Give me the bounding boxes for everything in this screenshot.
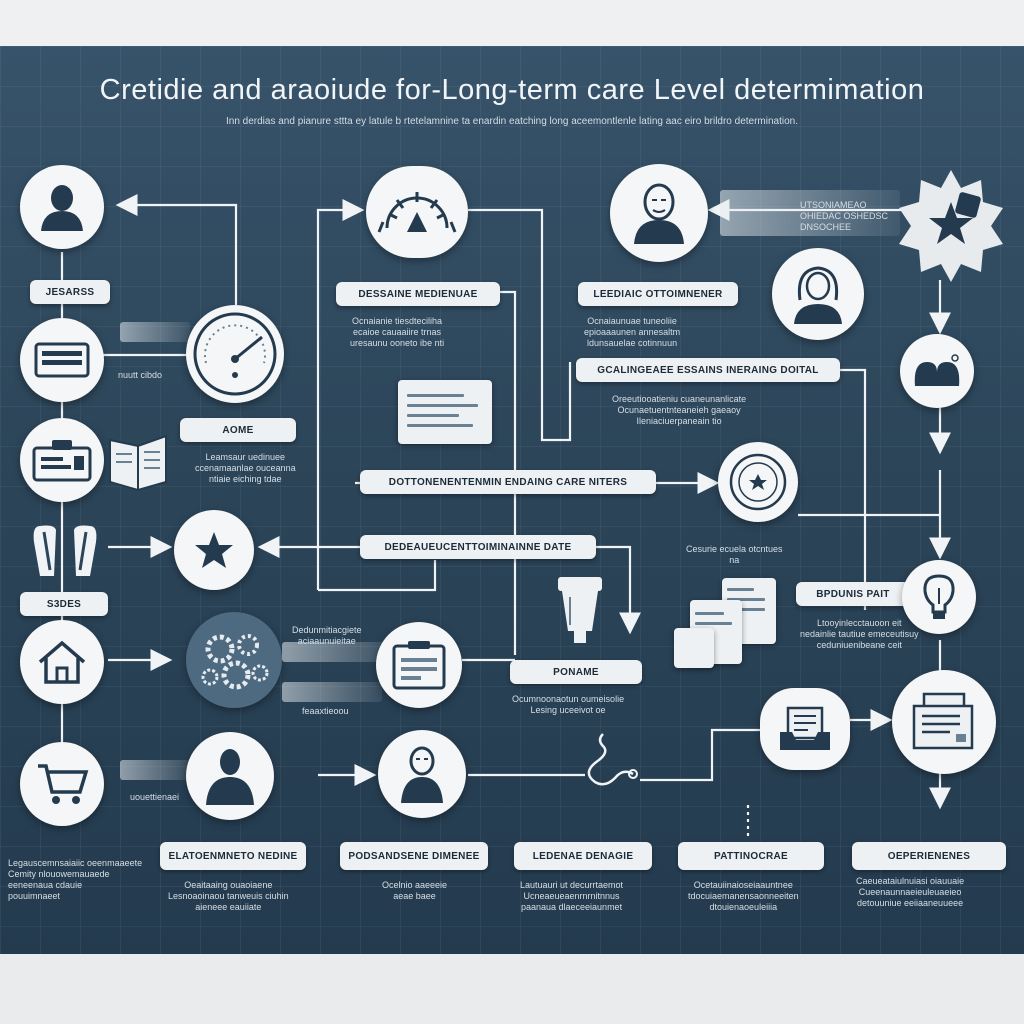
id-card-icon [34, 342, 90, 378]
document-tray-icon [780, 706, 830, 750]
faded-panel-top-right [720, 190, 900, 236]
node-document-tray[interactable] [760, 688, 850, 770]
form-card-icon [392, 641, 446, 690]
stacked-documents-icon [912, 692, 974, 750]
node-elderly-man[interactable] [610, 164, 708, 262]
node-cart[interactable] [20, 742, 104, 826]
node-elderly-woman[interactable] [772, 248, 864, 340]
lotion-bottle-icon [558, 577, 602, 643]
node-meter[interactable] [366, 166, 468, 258]
node-hat[interactable] [900, 334, 974, 408]
connector-middle-loop [316, 199, 365, 590]
node-form-card[interactable] [376, 622, 462, 708]
label-leesdiaic: LEEDIAIC OTTOIMNENER [578, 282, 738, 306]
connector-middle-bottom [318, 560, 437, 592]
boots-icon [33, 525, 97, 576]
person-bust-icon [41, 185, 83, 231]
label-jesarss: JESARSS [30, 280, 110, 304]
elderly-person-icon [401, 746, 443, 803]
elderly-woman-icon [794, 266, 842, 324]
house-icon [38, 640, 86, 684]
faded-label-gears [282, 642, 392, 662]
meter-dial-icon [377, 192, 457, 233]
node-person-silhouette[interactable] [186, 732, 274, 820]
clipboard-form-icon [32, 440, 92, 482]
node-house[interactable] [20, 620, 104, 704]
diagram-title: Cretidie and araoiude for-Long-term care… [99, 74, 925, 106]
note-ghost-row: feaaxtieoou [302, 706, 349, 716]
document-card [398, 380, 492, 444]
connector-gauge-to-person [115, 194, 238, 305]
target-star-icon [729, 453, 787, 511]
node-star[interactable] [174, 510, 254, 590]
faded-label-cart [120, 760, 190, 780]
node-person-bust[interactable] [20, 165, 104, 249]
label-bpdunis: BPDUNIS PAIT [796, 582, 910, 606]
connector-dessaine-down [500, 290, 517, 655]
star-icon [195, 532, 233, 568]
label-aome: AOME [180, 418, 296, 442]
page-margin [0, 954, 1024, 1024]
gears-icon [201, 634, 269, 690]
label-bottom-5: OEPERIENENES [852, 842, 1006, 870]
node-stacked-documents[interactable] [892, 670, 996, 774]
node-target-star[interactable] [718, 442, 798, 522]
connector-middle-loop-right [468, 208, 572, 442]
person-silhouette-icon [206, 749, 254, 805]
connector-deadeuc-right [596, 545, 641, 635]
document-stack-3 [674, 628, 714, 668]
light-bulb-icon [923, 574, 955, 619]
label-dotounie: DOTTONENENTENMIN ENDAING CARE NITERS [360, 470, 656, 494]
label-gcalinge: GCALINGEAEE ESSAINS INERAING DOITAL [576, 358, 840, 382]
connector-tray-left [640, 728, 760, 782]
shopping-cart-icon [38, 764, 89, 804]
starburst-badge-icon [899, 170, 1003, 282]
pressure-gauge-icon [193, 312, 277, 396]
hat-icon [914, 354, 960, 386]
open-book-icon [109, 434, 167, 492]
note-mid-left: nuutt cibdo [118, 370, 163, 380]
faded-label [120, 322, 190, 342]
label-bottom-2: PODSANDSENE DIMENEE [340, 842, 488, 870]
node-bulb[interactable] [902, 560, 976, 634]
node-form[interactable] [20, 418, 104, 502]
label-deadeuc: DEDEAUEUCENTTOIMINAINNE DATE [360, 535, 596, 559]
faded-label-gears-2 [282, 682, 382, 702]
note-cart-row: uouettienaei [130, 792, 180, 802]
label-bottom-1: ELATOENMNETO NEDINE [160, 842, 306, 870]
label-dessaine: DESSAINE MEDIENUAE [336, 282, 500, 306]
label-pouame: PONAME [510, 660, 642, 684]
elderly-person-icon [634, 183, 684, 244]
node-gears[interactable] [186, 612, 282, 708]
diagram-subtitle: Inn derdias and pianure sttta ey latule … [225, 116, 799, 127]
node-gauge[interactable] [186, 305, 284, 403]
label-bottom-4: PATTINOCRAE [678, 842, 824, 870]
label-s3des: S3DES [20, 592, 108, 616]
label-bottom-3: LEDENAE DENAGIE [514, 842, 652, 870]
connector-gcalinge-right [840, 368, 867, 610]
node-elderly-person-bottom[interactable] [378, 730, 466, 818]
cable-icon [587, 733, 638, 786]
node-id-card[interactable] [20, 318, 104, 402]
node-boots[interactable] [22, 520, 108, 580]
